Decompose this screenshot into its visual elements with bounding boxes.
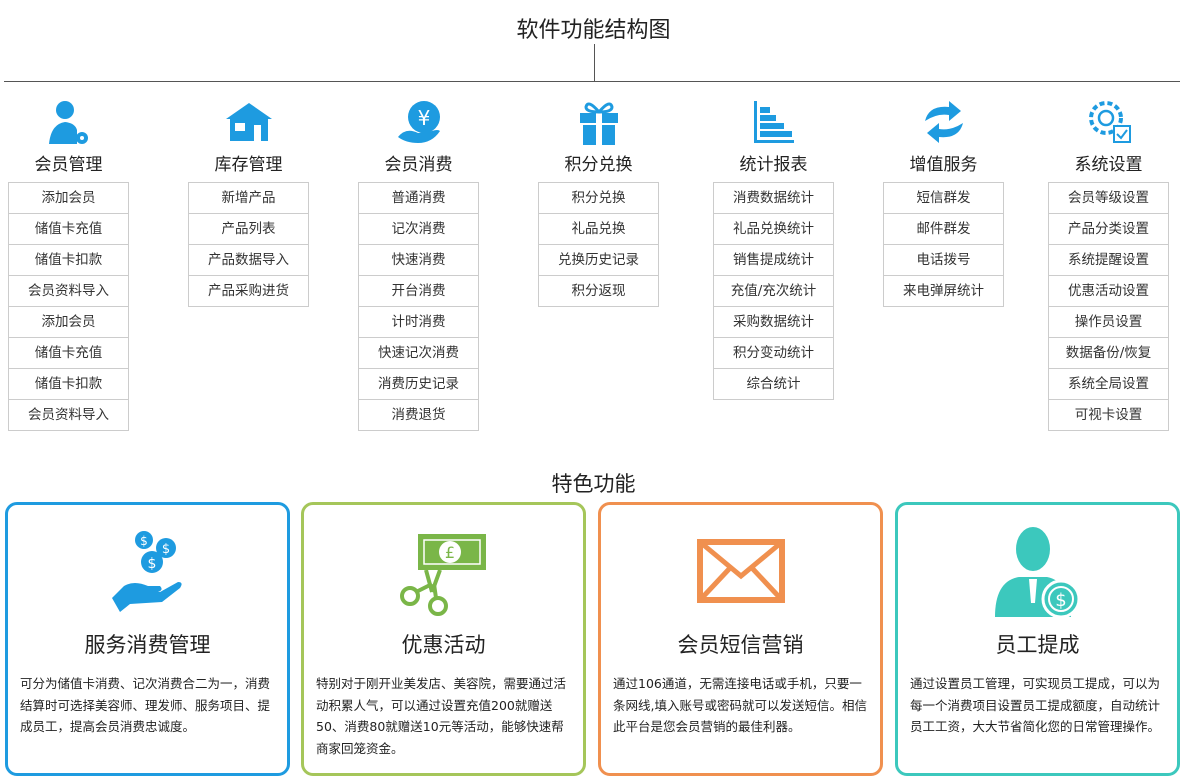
feature-title: 优惠活动: [401, 633, 486, 657]
module-item: 快速记次消费: [358, 338, 479, 369]
house-icon: [188, 96, 309, 148]
yen-hand-icon: ¥: [358, 96, 479, 148]
feature-description: 特别对于刚开业美发店、美容院，需要通过活动积累人气，可以通过设置充值200就赠送…: [316, 676, 567, 756]
module-title: 系统设置: [1074, 155, 1143, 175]
module-item: 优惠活动设置: [1048, 276, 1169, 307]
module-title: 会员消费: [384, 155, 453, 175]
envelope-icon: [601, 521, 880, 621]
module-item: 短信群发: [883, 183, 1004, 214]
bar-chart-icon: [713, 96, 834, 148]
coupon-scissors-icon: £: [304, 521, 583, 621]
module-column: ¥ 会员消费普通消费记次消费快速消费开台消费计时消费快速记次消费消费历史记录消费…: [358, 96, 479, 431]
module-item: 礼品兑换统计: [713, 214, 834, 245]
module-item: 可视卡设置: [1048, 400, 1169, 431]
module-item: 采购数据统计: [713, 307, 834, 338]
module-column: 会员管理添加会员储值卡充值储值卡扣款会员资料导入添加会员储值卡充值储值卡扣款会员…: [8, 96, 129, 431]
module-item: 数据备份/恢复: [1048, 338, 1169, 369]
module-item: 充值/充次统计: [713, 276, 834, 307]
module-column: 系统设置会员等级设置产品分类设置系统提醒设置优惠活动设置操作员设置数据备份/恢复…: [1048, 96, 1169, 431]
module-item: 快速消费: [358, 245, 479, 276]
module-item: 会员等级设置: [1048, 183, 1169, 214]
employee-coin-icon: $: [898, 521, 1177, 621]
module-item: 消费退货: [358, 400, 479, 431]
module-title: 增值服务: [909, 155, 978, 175]
feature-description: 通过设置员工管理，可实现员工提成，可以为每一个消费项目设置员工提成额度，自动统计…: [910, 676, 1161, 734]
module-title: 积分兑换: [564, 155, 633, 175]
module-item: 礼品兑换: [538, 214, 659, 245]
module-item: 积分返现: [538, 276, 659, 307]
module-item: 销售提成统计: [713, 245, 834, 276]
module-item: 储值卡扣款: [8, 245, 129, 276]
features-title: 特色功能: [551, 472, 636, 496]
module-item: 储值卡充值: [8, 338, 129, 369]
module-item: 积分变动统计: [713, 338, 834, 369]
module-item: 添加会员: [8, 307, 129, 338]
feature-card: 会员短信营销 通过106通道，无需连接电话或手机，只要一条网线,填入账号或密码就…: [598, 502, 883, 776]
module-item: 会员资料导入: [8, 276, 129, 307]
module-item: 储值卡扣款: [8, 369, 129, 400]
feature-title: 服务消费管理: [84, 633, 211, 657]
module-item: 综合统计: [713, 369, 834, 400]
svg-text:$: $: [140, 534, 148, 548]
module-item: 积分兑换: [538, 183, 659, 214]
module-column: 库存管理新增产品产品列表产品数据导入产品采购进货: [188, 96, 309, 307]
settings-gear-icon: [1048, 96, 1169, 148]
module-item: 记次消费: [358, 214, 479, 245]
module-item: 消费历史记录: [358, 369, 479, 400]
module-item: 储值卡充值: [8, 214, 129, 245]
feature-description: 可分为储值卡消费、记次消费合二为一，消费结算时可选择美容师、理发师、服务项目、提…: [20, 676, 271, 734]
refresh-arrows-icon: [883, 96, 1004, 148]
connector-line: [594, 44, 595, 81]
connector-line: [4, 81, 1180, 82]
feature-title: 会员短信营销: [677, 633, 804, 657]
module-column: 增值服务短信群发邮件群发电话拨号来电弹屏统计: [883, 96, 1004, 307]
diagram-title: 软件功能结构图: [516, 18, 671, 43]
feature-description: 通过106通道，无需连接电话或手机，只要一条网线,填入账号或密码就可以发送短信。…: [613, 676, 867, 734]
module-title: 库存管理: [214, 155, 283, 175]
module-item: 产品列表: [188, 214, 309, 245]
gift-icon: [538, 96, 659, 148]
module-item: 会员资料导入: [8, 400, 129, 431]
svg-text:$: $: [161, 542, 169, 557]
module-item: 普通消费: [358, 183, 479, 214]
svg-text:$: $: [1055, 590, 1066, 611]
feature-card: $ 员工提成 通过设置员工管理，可实现员工提成，可以为每一个消费项目设置员工提成…: [895, 502, 1180, 776]
module-title: 统计报表: [739, 155, 808, 175]
module-title: 会员管理: [34, 155, 103, 175]
module-item: 计时消费: [358, 307, 479, 338]
module-item: 产品数据导入: [188, 245, 309, 276]
module-column: 统计报表消费数据统计礼品兑换统计销售提成统计充值/充次统计采购数据统计积分变动统…: [713, 96, 834, 400]
module-item: 添加会员: [8, 183, 129, 214]
coins-hand-icon: $ $ $: [8, 521, 287, 621]
module-item: 系统提醒设置: [1048, 245, 1169, 276]
feature-card: $ $ $ 服务消费管理 可分为储值卡消费、记次消费合二为一，消费结算时可选择美容师…: [5, 502, 290, 776]
module-item: 新增产品: [188, 183, 309, 214]
module-item: 开台消费: [358, 276, 479, 307]
module-item: 系统全局设置: [1048, 369, 1169, 400]
module-item: 邮件群发: [883, 214, 1004, 245]
feature-title: 员工提成: [995, 633, 1080, 657]
module-item: 消费数据统计: [713, 183, 834, 214]
module-item: 来电弹屏统计: [883, 276, 1004, 307]
svg-text:£: £: [444, 543, 454, 562]
module-item: 产品采购进货: [188, 276, 309, 307]
user-gear-icon: [8, 96, 129, 148]
module-item: 兑换历史记录: [538, 245, 659, 276]
module-item: 操作员设置: [1048, 307, 1169, 338]
module-item: 电话拨号: [883, 245, 1004, 276]
svg-text:$: $: [147, 556, 156, 572]
svg-text:¥: ¥: [417, 106, 430, 130]
module-column: 积分兑换积分兑换礼品兑换兑换历史记录积分返现: [538, 96, 659, 307]
feature-card: £ 优惠活动 特别对于刚开业美发店、美容院，需要通过活动积累人气，可以通过设置充…: [301, 502, 586, 776]
module-item: 产品分类设置: [1048, 214, 1169, 245]
